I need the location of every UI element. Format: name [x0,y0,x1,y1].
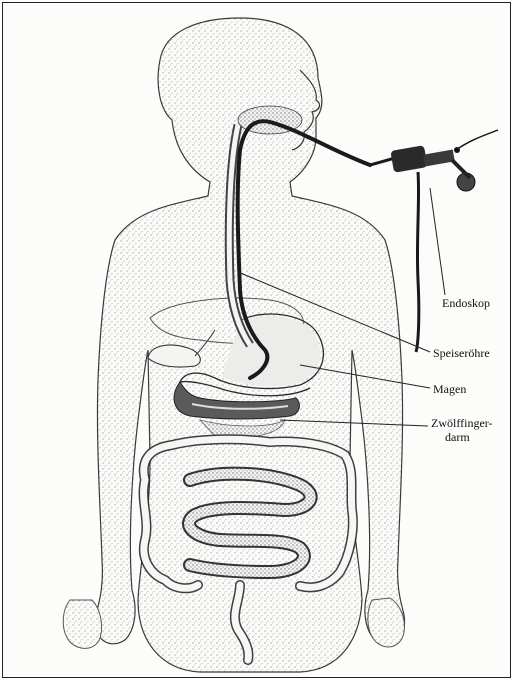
label-duodenum-line1: Zwölffinger- [431,417,493,430]
label-esophagus: Speiseröhre [433,347,490,360]
left-hand [63,600,101,648]
label-endoscope: Endoskop [442,297,490,310]
leader-endoscope [430,188,445,295]
label-duodenum-line2: darm [445,431,470,444]
label-stomach: Magen [433,383,466,396]
